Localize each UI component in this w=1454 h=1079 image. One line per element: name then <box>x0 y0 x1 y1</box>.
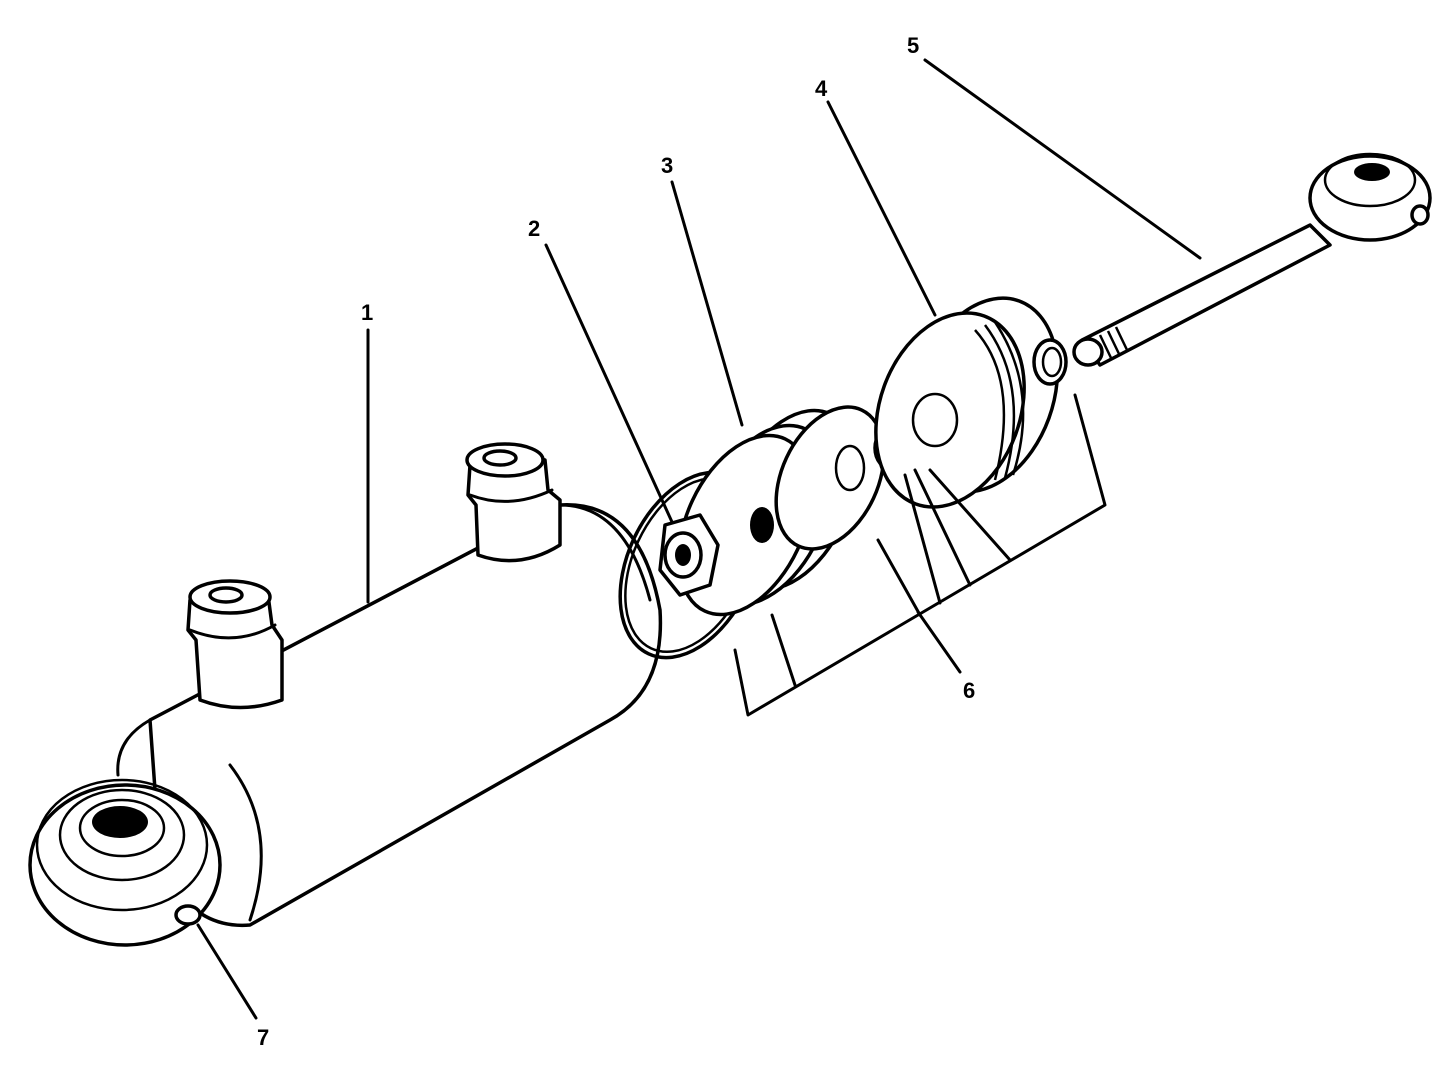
gland <box>874 296 1068 509</box>
leader-5 <box>923 58 1202 260</box>
leader-lines <box>196 58 1202 1020</box>
callout-5: 5 <box>907 33 920 58</box>
callout-2: 2 <box>528 216 541 241</box>
callout-7: 7 <box>257 1025 270 1050</box>
leader-2 <box>544 243 674 524</box>
leader-6 <box>916 610 962 674</box>
callout-4: 4 <box>815 76 828 101</box>
cylinder-barrel <box>116 442 663 928</box>
barrel-eye <box>28 778 222 947</box>
nut <box>658 513 720 597</box>
leader-3 <box>670 180 744 427</box>
leader-7 <box>196 923 258 1020</box>
piston-rod <box>1072 152 1432 367</box>
leader-6-bracket <box>733 393 1107 717</box>
leader-4 <box>826 100 937 317</box>
callout-1: 1 <box>361 300 374 325</box>
callout-6: 6 <box>963 678 976 703</box>
callout-3: 3 <box>661 153 674 178</box>
